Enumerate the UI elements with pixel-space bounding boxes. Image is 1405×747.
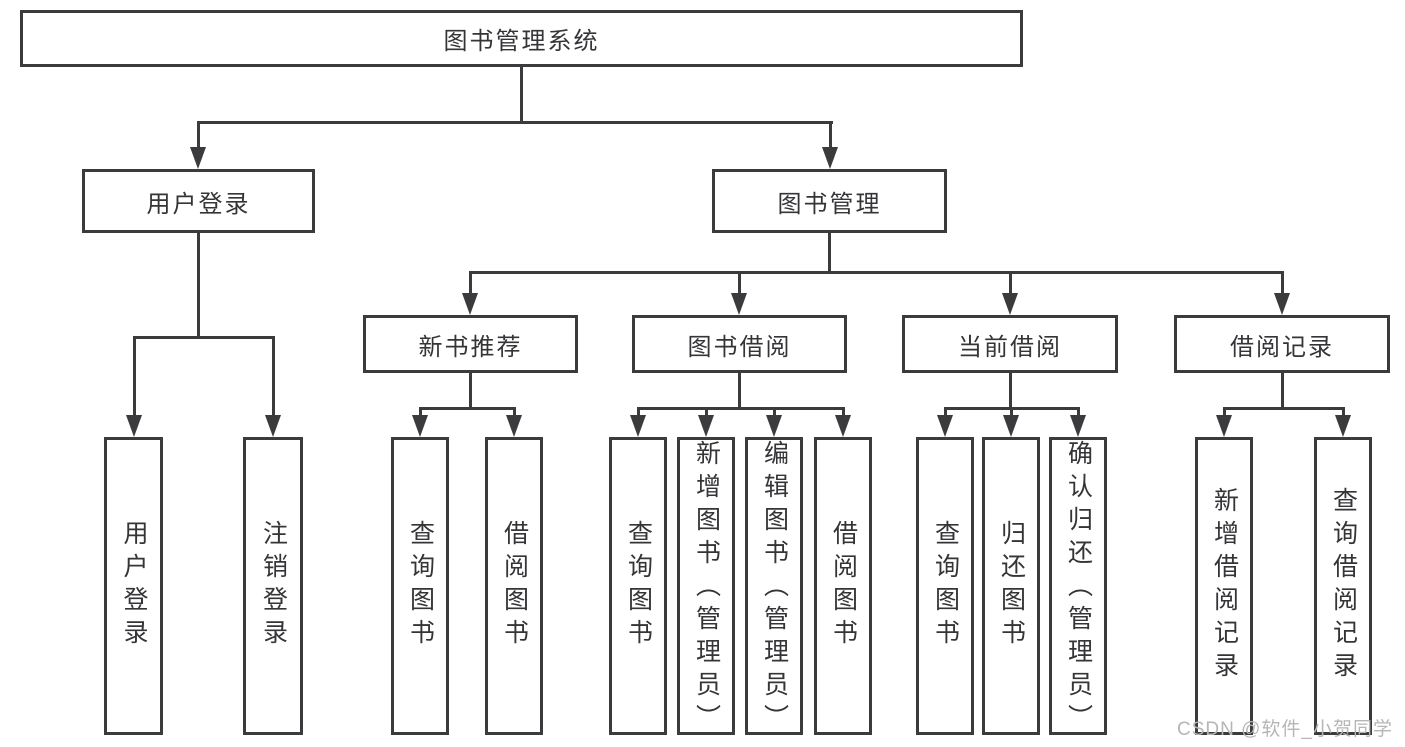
connector-drop-book-borrow [738, 271, 741, 297]
node-book-management: 图书管理 [712, 169, 947, 233]
node-current-borrowing-label: 当前借阅 [958, 333, 1062, 361]
arrow-down-icon [190, 147, 206, 169]
arrow-down-icon [766, 415, 782, 437]
connector-current-borrow-stem [1009, 373, 1012, 410]
connector-drop-leaf-logout [272, 336, 275, 419]
leaf-logout: 注销登录 [243, 437, 303, 735]
leaf-edit-books-admin-label: 编辑图书（管理员） [760, 440, 789, 737]
leaf-query-books-current: 查询图书 [916, 437, 974, 735]
arrow-down-icon [1274, 293, 1290, 315]
leaf-add-books-admin: 新增图书（管理员） [677, 437, 735, 737]
connector-user-login-stem [197, 233, 200, 339]
leaf-query-books-recommend: 查询图书 [391, 437, 449, 735]
connector-drop [842, 407, 845, 419]
connector-drop [637, 407, 640, 419]
node-borrowing-records: 借阅记录 [1174, 315, 1390, 373]
connector-drop [944, 407, 947, 419]
connector-drop-book-management [829, 121, 832, 151]
connector-drop [419, 407, 422, 419]
node-user-login-label: 用户登录 [146, 190, 251, 218]
connector-user-login-branch [133, 336, 275, 339]
leaf-query-books-current-label: 查询图书 [931, 520, 960, 652]
connector-root-stem [520, 67, 523, 123]
connector-drop-borrow-records [1281, 271, 1284, 297]
node-user-login: 用户登录 [82, 169, 315, 233]
connector-root-branch [197, 121, 833, 124]
connector-book-management-branch [469, 271, 1284, 274]
arrow-down-icon [1216, 415, 1232, 437]
connector-book-management-stem [828, 233, 831, 274]
node-library-system: 图书管理系统 [20, 10, 1023, 67]
arrow-down-icon [506, 415, 522, 437]
arrow-down-icon [1335, 415, 1351, 437]
node-book-management-label: 图书管理 [777, 190, 882, 218]
leaf-query-books-borrowing-label: 查询图书 [624, 520, 653, 652]
connector-drop-user-login [197, 121, 200, 151]
leaf-user-login: 用户登录 [104, 437, 163, 735]
connector-book-borrow-stem [738, 373, 741, 410]
node-new-book-recommend: 新书推荐 [363, 315, 578, 373]
arrow-down-icon [835, 415, 851, 437]
connector-drop [1010, 407, 1013, 419]
node-library-system-label: 图书管理系统 [443, 28, 600, 55]
arrow-down-icon [937, 415, 953, 437]
connector-borrow-records-stem [1281, 373, 1284, 410]
node-current-borrowing: 当前借阅 [902, 315, 1118, 373]
leaf-return-books-label: 归还图书 [997, 520, 1026, 652]
connector-drop [773, 407, 776, 419]
leaf-logout-label: 注销登录 [259, 520, 288, 652]
connector-drop-current-borrow [1009, 271, 1012, 297]
leaf-user-login-label: 用户登录 [120, 520, 148, 652]
connector-book-borrow-branch [637, 407, 845, 410]
node-borrowing-records-label: 借阅记录 [1230, 333, 1334, 361]
arrow-down-icon [731, 293, 747, 315]
leaf-return-books: 归还图书 [982, 437, 1040, 735]
leaf-confirm-return-admin-label: 确认归还（管理员） [1064, 440, 1093, 737]
arrow-down-icon [462, 293, 478, 315]
connector-drop [1077, 407, 1080, 419]
leaf-add-borrow-record: 新增借阅记录 [1195, 437, 1253, 735]
csdn-watermark: CSDN @软件_小贺同学 [1177, 719, 1393, 740]
connector-borrow-records-branch [1223, 407, 1345, 410]
arrow-down-icon [630, 415, 646, 437]
leaf-borrow-books-recommend-label: 借阅图书 [500, 520, 529, 652]
leaf-query-books-borrowing: 查询图书 [609, 437, 667, 735]
arrow-down-icon [1003, 415, 1019, 437]
connector-new-book-stem [469, 373, 472, 410]
connector-drop-new-book [469, 271, 472, 297]
arrow-down-icon [126, 415, 142, 437]
connector-drop [1342, 407, 1345, 419]
connector-new-book-branch [419, 407, 516, 410]
arrow-down-icon [1002, 293, 1018, 315]
leaf-query-borrow-record-label: 查询借阅记录 [1329, 487, 1358, 685]
node-book-borrowing: 图书借阅 [632, 315, 847, 373]
arrow-down-icon [822, 147, 838, 169]
connector-drop-leaf-user-login [133, 336, 136, 419]
leaf-borrow-books-label: 借阅图书 [829, 520, 858, 652]
leaf-add-books-admin-label: 新增图书（管理员） [692, 440, 721, 737]
arrow-down-icon [698, 415, 714, 437]
arrow-down-icon [1070, 415, 1086, 437]
leaf-edit-books-admin: 编辑图书（管理员） [745, 437, 803, 737]
node-book-borrowing-label: 图书借阅 [687, 333, 792, 361]
leaf-add-borrow-record-label: 新增借阅记录 [1210, 487, 1239, 685]
connector-drop [513, 407, 516, 419]
leaf-confirm-return-admin: 确认归还（管理员） [1049, 437, 1107, 737]
connector-drop [1223, 407, 1226, 419]
leaf-query-books-recommend-label: 查询图书 [406, 520, 435, 652]
node-new-book-recommend-label: 新书推荐 [418, 333, 523, 361]
arrow-down-icon [412, 415, 428, 437]
leaf-query-borrow-record: 查询借阅记录 [1314, 437, 1372, 735]
connector-drop [705, 407, 708, 419]
arrow-down-icon [265, 415, 281, 437]
leaf-borrow-books-recommend: 借阅图书 [485, 437, 543, 735]
leaf-borrow-books: 借阅图书 [814, 437, 872, 735]
